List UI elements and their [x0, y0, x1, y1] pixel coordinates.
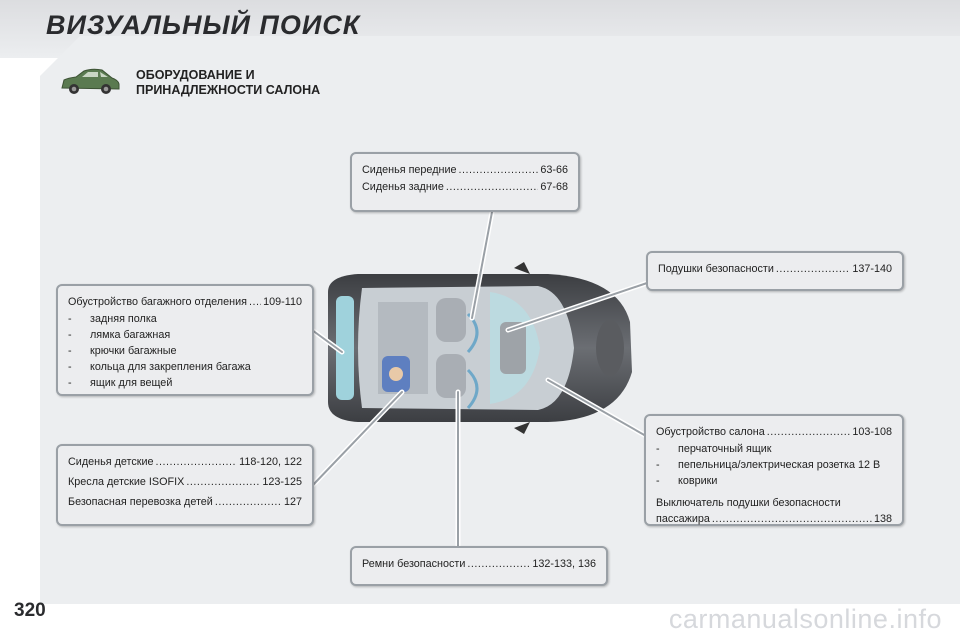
interior-box: Обустройство салона103-108 -перчаточный …	[644, 414, 904, 526]
car-side-icon	[61, 68, 120, 94]
boot-item: -ящик для вещей	[68, 377, 173, 389]
dashboard	[500, 322, 526, 374]
child-seats-entry[interactable]: Сиденья детские118-120, 122	[68, 454, 302, 471]
page-title: ВИЗУАЛЬНЫЙ ПОИСК	[46, 10, 361, 40]
airbags-entry[interactable]: Подушки безопасности137-140	[658, 261, 892, 278]
footer-bar	[0, 604, 960, 640]
boot-item: -лямка багажная	[68, 329, 171, 341]
interior-item: -перчаточный ящик	[656, 443, 772, 455]
watermark: carmanualsonline.info	[668, 604, 942, 634]
section-title: ОБОРУДОВАНИЕ И ПРИНАДЛЕЖНОСТИ САЛОНА	[136, 68, 356, 98]
airbag-switch-line1: Выключатель подушки безопасности	[656, 497, 841, 509]
rear-seats-entry[interactable]: Сиденья задние67-68	[362, 179, 568, 196]
section-title-line1: ОБОРУДОВАНИЕ И	[136, 68, 255, 82]
mirror-right	[514, 422, 530, 434]
airbag-switch-entry[interactable]: пассажира138	[656, 511, 892, 528]
front-seat-right	[436, 354, 466, 398]
child-seats-box: Сиденья детские118-120, 122 Кресла детск…	[56, 444, 314, 526]
section-title-line2: ПРИНАДЛЕЖНОСТИ САЛОНА	[136, 83, 321, 97]
interior-item: -коврики	[656, 475, 718, 487]
belts-box: Ремни безопасности132-133, 136	[350, 546, 608, 586]
boot-item: -кольца для закрепления багажа	[68, 361, 251, 373]
interior-entry[interactable]: Обустройство салона103-108	[656, 424, 892, 441]
airbags-box: Подушки безопасности137-140	[646, 251, 904, 291]
boot-item: -крючки багажные	[68, 345, 177, 357]
boot-entry[interactable]: Обустройство багажного отделения109-110	[68, 294, 302, 311]
front-seat-left	[436, 298, 466, 342]
boot-box: Обустройство багажного отделения109-110 …	[56, 284, 314, 396]
isofix-entry[interactable]: Кресла детские ISOFIX123-125	[68, 474, 302, 491]
child-safety-entry[interactable]: Безопасная перевозка детей127	[68, 494, 302, 511]
rear-window	[336, 296, 354, 400]
page-number: 320	[14, 600, 46, 621]
front-seats-entry[interactable]: Сиденья передние63-66	[362, 162, 568, 179]
mirror-left	[514, 262, 530, 274]
interior-item: -пепельница/электрическая розетка 12 В	[656, 459, 881, 471]
seats-box: Сиденья передние63-66 Сиденья задние67-6…	[350, 152, 580, 212]
boot-item: -задняя полка	[68, 313, 157, 325]
belts-entry[interactable]: Ремни безопасности132-133, 136	[362, 556, 596, 573]
